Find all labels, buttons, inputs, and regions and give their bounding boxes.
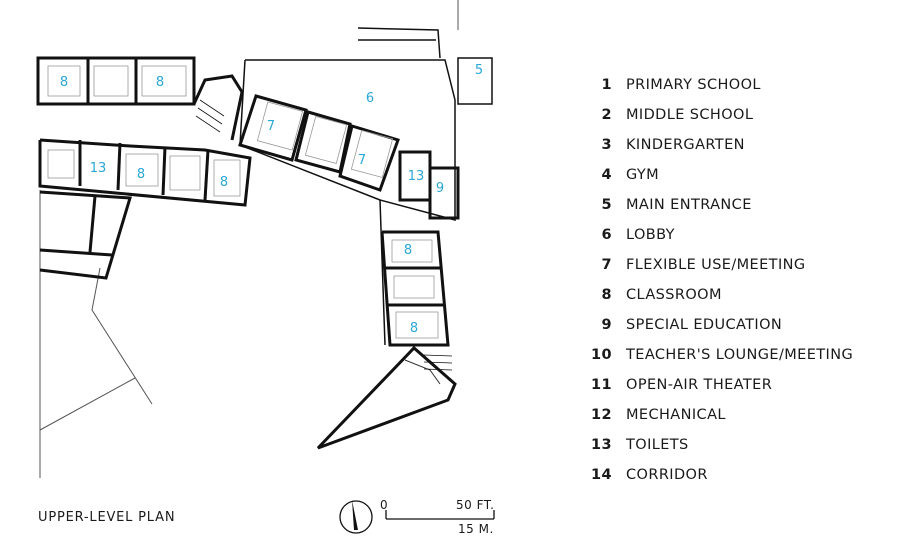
- legend-label: CORRIDOR: [626, 467, 708, 483]
- legend-item: 4 GYM: [588, 160, 853, 190]
- legend-number: 2: [601, 107, 612, 123]
- plan-title: UPPER-LEVEL PLAN: [38, 510, 176, 525]
- legend-number: 12: [591, 407, 612, 423]
- entrance-canopy: [357, 27, 493, 105]
- stair-hatch: [195, 99, 453, 371]
- legend-item: 3 KINDERGARTEN: [588, 130, 853, 160]
- legend: 1 PRIMARY SCHOOL 2 MIDDLE SCHOOL 3 KINDERGA…: [588, 70, 853, 490]
- legend-label: GYM: [626, 167, 660, 183]
- legend-number: 7: [601, 257, 612, 273]
- furniture-marks: [47, 65, 439, 339]
- east-rooms: [380, 150, 460, 347]
- room-number-toilets-2: 13: [408, 169, 425, 184]
- legend-number: 9: [601, 317, 612, 333]
- room-number-flex-2: 7: [358, 153, 366, 168]
- legend-label: MECHANICAL: [626, 407, 726, 423]
- flex-rooms: [238, 94, 400, 192]
- legend-item: 9 SPECIAL EDUCATION: [588, 310, 853, 340]
- legend-item: 14 CORRIDOR: [588, 460, 853, 490]
- north-arrow-icon: [339, 500, 373, 534]
- legend-label: PRIMARY SCHOOL: [626, 77, 761, 93]
- room-number-toilets-1: 13: [90, 161, 107, 176]
- legend-number: 1: [601, 77, 612, 93]
- legend-label: SPECIAL EDUCATION: [626, 317, 783, 333]
- legend-label: TOILETS: [626, 437, 689, 453]
- room-number-classroom-2: 8: [156, 75, 164, 90]
- legend-item: 8 CLASSROOM: [588, 280, 853, 310]
- legend-item: 1 PRIMARY SCHOOL: [588, 70, 853, 100]
- legend-label: CLASSROOM: [626, 287, 722, 303]
- legend-number: 8: [601, 287, 612, 303]
- legend-number: 4: [601, 167, 612, 183]
- legend-number: 6: [601, 227, 612, 243]
- legend-item: 5 MAIN ENTRANCE: [588, 190, 853, 220]
- legend-number: 14: [591, 467, 612, 483]
- legend-number: 5: [601, 197, 612, 213]
- lobby-walls: [239, 59, 456, 346]
- room-number-special-ed: 9: [436, 181, 444, 196]
- legend-label: MIDDLE SCHOOL: [626, 107, 754, 123]
- legend-item: 11 OPEN-AIR THEATER: [588, 370, 853, 400]
- room-number-classroom-3: 8: [137, 167, 145, 182]
- legend-item: 7 FLEXIBLE USE/MEETING: [588, 250, 853, 280]
- legend-label: LOBBY: [626, 227, 675, 243]
- legend-item: 6 LOBBY: [588, 220, 853, 250]
- legend-number: 13: [591, 437, 612, 453]
- room-number-main-entrance: 5: [475, 63, 483, 78]
- legend-label: TEACHER'S LOUNGE/MEETING: [626, 347, 854, 363]
- legend-label: OPEN-AIR THEATER: [626, 377, 773, 393]
- legend-item: 10 TEACHER'S LOUNGE/MEETING: [588, 340, 853, 370]
- scale-bar: [385, 510, 495, 520]
- room-number-classroom-5: 8: [404, 243, 412, 258]
- legend-label: MAIN ENTRANCE: [626, 197, 752, 213]
- room-number-flex-1: 7: [267, 119, 275, 134]
- wall-nw-classrooms: [36, 56, 196, 106]
- open-air-theater: [316, 345, 457, 450]
- site-path: [91, 267, 153, 405]
- room-number-classroom-1: 8: [60, 75, 68, 90]
- legend-number: 11: [591, 377, 612, 393]
- room-number-classroom-6: 8: [410, 321, 418, 336]
- room-number-lobby: 6: [366, 91, 374, 106]
- site-line-diag: [39, 377, 136, 431]
- legend-number: 3: [601, 137, 612, 153]
- scale-meters: 15 M.: [458, 522, 494, 536]
- legend-item: 13 TOILETS: [588, 430, 853, 460]
- room-number-classroom-4: 8: [220, 175, 228, 190]
- scale-zero: 0: [380, 498, 389, 512]
- legend-number: 10: [591, 347, 612, 363]
- legend-label: FLEXIBLE USE/MEETING: [626, 257, 806, 273]
- legend-item: 2 MIDDLE SCHOOL: [588, 100, 853, 130]
- scale-feet: 50 FT.: [456, 498, 495, 512]
- legend-label: KINDERGARTEN: [626, 137, 745, 153]
- legend-item: 12 MECHANICAL: [588, 400, 853, 430]
- building-walls: [36, 56, 252, 280]
